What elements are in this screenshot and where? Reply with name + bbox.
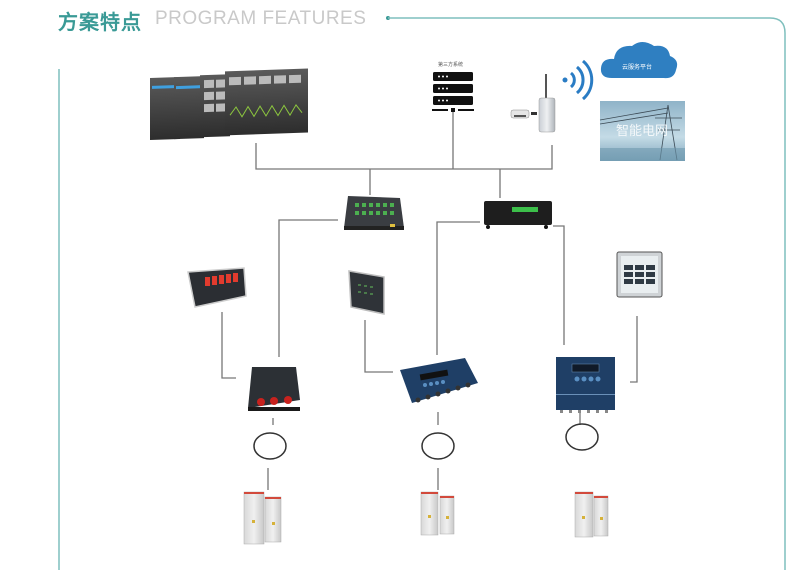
third-party-system <box>432 72 474 112</box>
fiber-temperature-collector-3ch <box>248 367 300 411</box>
smart-grid-label: 智能电网 <box>616 124 668 139</box>
multi-function-meter <box>616 251 663 298</box>
wire-comm-to-collector-3 <box>553 225 565 345</box>
wire-display-2 <box>364 320 393 373</box>
frame-top-right-line <box>388 17 786 570</box>
wireless-gateway <box>510 74 556 133</box>
cloud-platform-label: 云服务平台 <box>622 63 652 71</box>
protocol-converter <box>484 201 552 229</box>
fiber-sensor-1 <box>253 432 287 460</box>
wall-mount-temperature-collector <box>556 357 615 413</box>
smart-grid-image <box>599 101 685 161</box>
wiring <box>221 110 638 490</box>
fiber-sensor-2 <box>421 432 455 460</box>
wire-display-3 <box>630 316 638 383</box>
switchgear-cabinet-3 <box>574 491 609 538</box>
section-title-cn: 方案特点 <box>58 10 142 34</box>
section-frame <box>58 16 786 570</box>
wire-top-bus <box>255 143 553 170</box>
wire-comm-to-collector-2 <box>436 221 480 355</box>
touch-display-panel <box>348 270 385 315</box>
switchgear-cabinet-2 <box>420 491 455 536</box>
communication-manager <box>344 196 404 230</box>
wire-comm-to-collector-1 <box>278 219 338 357</box>
section-title-en: PROGRAM FEATURES <box>155 8 367 29</box>
fiber-sensor-3 <box>565 423 599 451</box>
wifi-signal-icon <box>562 59 594 101</box>
digital-display-meter <box>187 267 247 308</box>
third-party-system-label: 第三方系统 <box>438 62 464 68</box>
fiber-temperature-collector-6ch <box>400 358 478 403</box>
switchgear-cabinet-1 <box>243 491 282 545</box>
monitoring-software-screens <box>150 68 308 140</box>
cloud-platform-icon <box>600 42 678 79</box>
wire-display-1 <box>221 312 236 379</box>
